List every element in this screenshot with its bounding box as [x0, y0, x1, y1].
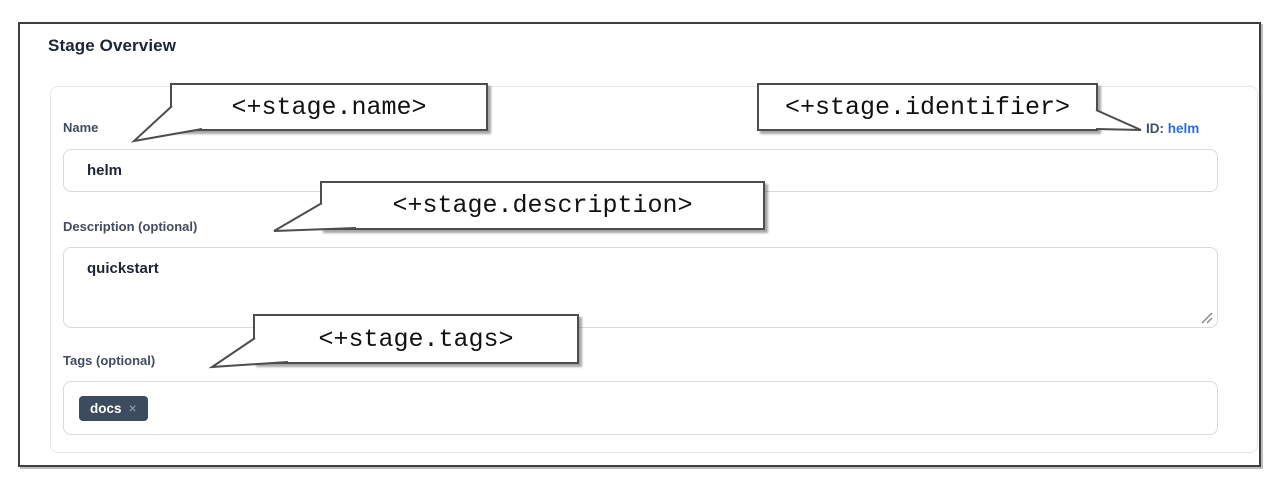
stage-id-row: ID: helm	[1146, 121, 1199, 136]
id-prefix-label: ID:	[1146, 121, 1164, 136]
resize-handle-icon[interactable]	[1200, 311, 1214, 325]
callout-tail-tags	[208, 337, 289, 369]
callout-tail-description	[273, 202, 357, 232]
tag-chip-text: docs	[90, 400, 122, 416]
page-title: Stage Overview	[48, 36, 177, 55]
tags-label: Tags (optional)	[63, 353, 156, 368]
close-icon[interactable]: ×	[128, 400, 137, 416]
name-input[interactable]	[63, 149, 1218, 192]
callout-tail-identifier	[1095, 109, 1142, 131]
callout-stage-name: <+stage.name>	[170, 83, 488, 131]
callout-stage-identifier: <+stage.identifier>	[757, 83, 1098, 131]
callout-tail-name	[130, 105, 203, 143]
tags-input[interactable]: docs ×	[63, 381, 1218, 435]
description-textarea[interactable]	[63, 247, 1218, 328]
callout-stage-tags: <+stage.tags>	[253, 314, 579, 364]
description-label: Description (optional)	[63, 219, 198, 234]
name-label: Name	[63, 120, 99, 135]
id-value-link[interactable]: helm	[1167, 121, 1200, 136]
callout-stage-description: <+stage.description>	[320, 181, 765, 230]
tag-chip-docs: docs ×	[79, 395, 148, 421]
